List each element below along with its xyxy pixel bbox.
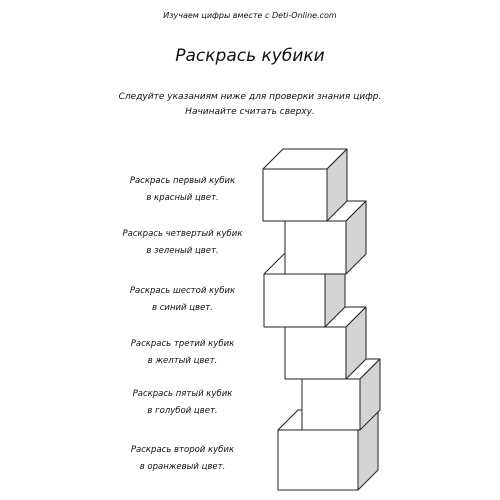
intro-line-2: Начинайте считать сверху. bbox=[185, 107, 315, 117]
instruction-first-cube: Раскрась первый кубик в красный цвет. bbox=[110, 173, 255, 207]
instruction-line: в красный цвет. bbox=[146, 193, 219, 203]
instruction-line: в голубой цвет. bbox=[147, 406, 218, 416]
instruction-line: Раскрась второй кубик bbox=[130, 445, 235, 455]
instruction-second-cube: Раскрась второй кубик в оранжевый цвет. bbox=[110, 442, 255, 476]
cube-1 bbox=[262, 148, 348, 222]
instruction-fifth-cube: Раскрась пятый кубик в голубой цвет. bbox=[110, 386, 255, 420]
instruction-line: в оранжевый цвет. bbox=[139, 462, 226, 472]
instruction-line: в синий цвет. bbox=[152, 303, 213, 313]
instruction-line: Раскрась шестой кубик bbox=[129, 286, 236, 296]
instruction-line: Раскрась третий кубик bbox=[130, 339, 235, 349]
intro-line-1: Следуйте указаниям ниже для проверки зна… bbox=[118, 92, 382, 102]
cube-front-face bbox=[284, 326, 347, 380]
page-title: Раскрась кубики bbox=[175, 46, 325, 66]
site-header: Изучаем цифры вместе с Deti-Online.com bbox=[163, 11, 337, 20]
cube-front-face bbox=[262, 168, 328, 222]
cube-front-face bbox=[284, 220, 347, 275]
instruction-sixth-cube: Раскрась шестой кубик в синий цвет. bbox=[110, 283, 255, 317]
cube-front-face bbox=[301, 378, 361, 431]
instruction-line: в зеленый цвет. bbox=[146, 246, 219, 256]
instruction-line: Раскрась первый кубик bbox=[129, 176, 236, 186]
cube-front-face bbox=[263, 273, 326, 328]
instruction-fourth-cube: Раскрась четвертый кубик в зеленый цвет. bbox=[110, 226, 255, 260]
instruction-third-cube: Раскрась третий кубик в желтый цвет. bbox=[110, 336, 255, 370]
cube-front-face bbox=[277, 429, 359, 491]
instruction-line: Раскрась пятый кубик bbox=[132, 389, 233, 399]
instruction-line: Раскрась четвертый кубик bbox=[122, 229, 243, 239]
instruction-line: в желтый цвет. bbox=[147, 356, 218, 366]
intro-text: Следуйте указаниям ниже для проверки зна… bbox=[0, 90, 500, 120]
